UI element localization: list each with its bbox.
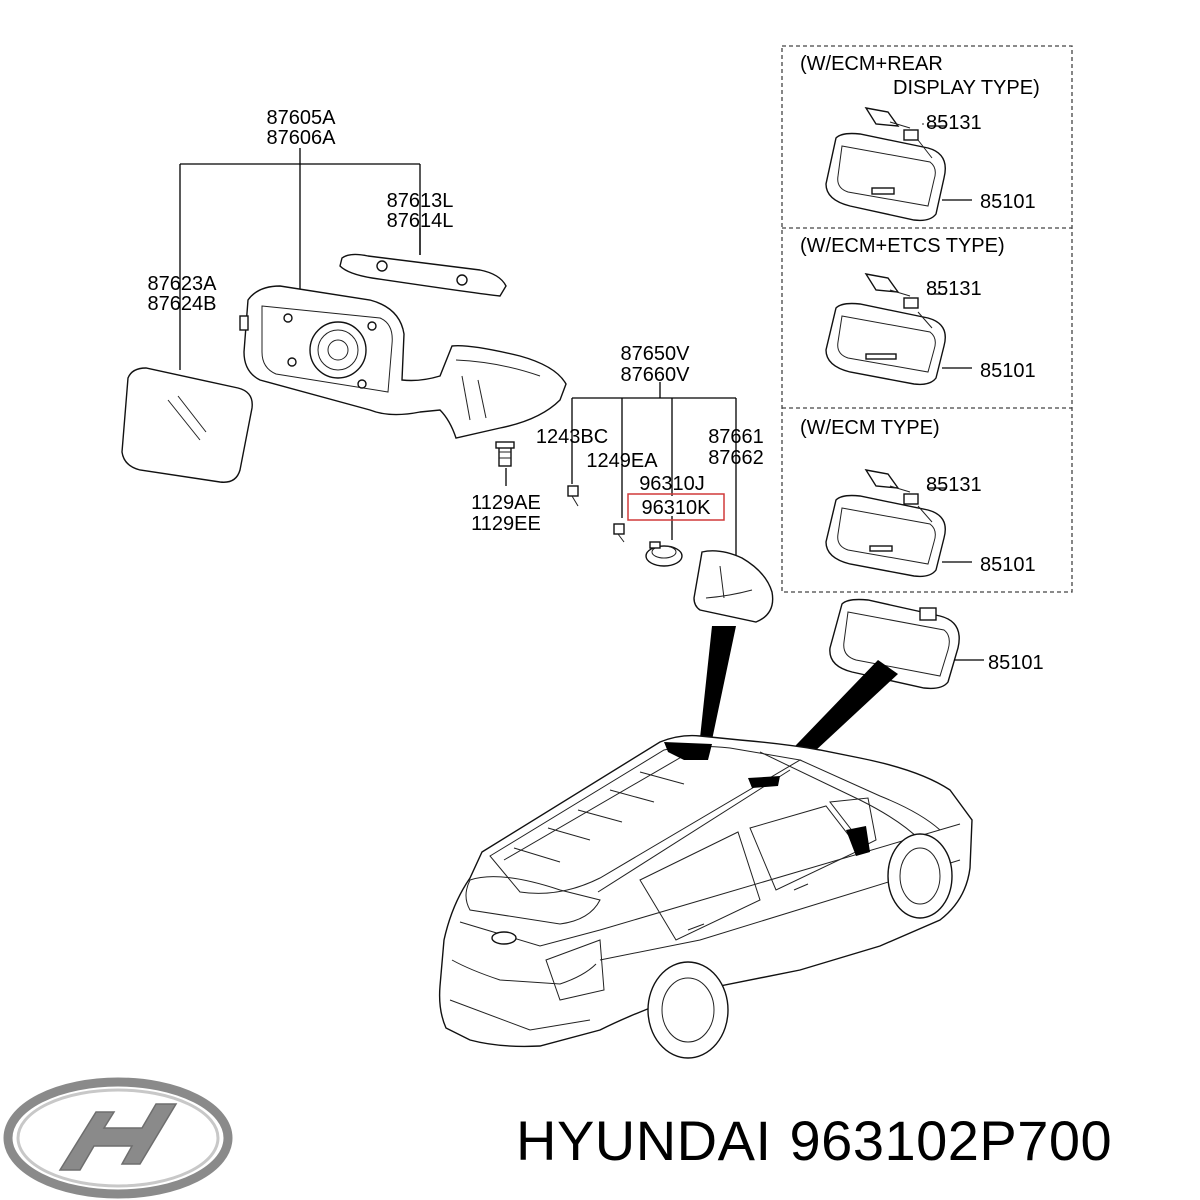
label-85101-standalone: 85101 — [988, 652, 1044, 674]
variant-etcs — [825, 273, 972, 386]
label-87660v: 87660V — [621, 364, 691, 386]
screw-1129 — [495, 441, 515, 467]
highlight-box — [627, 493, 725, 521]
variant-1-part-bottom: 85101 — [980, 191, 1036, 213]
footer-part-caption: HYUNDAI 963102P700 — [516, 1108, 1196, 1178]
vehicle-illustration — [438, 734, 973, 1059]
label-87661: 87661 — [708, 426, 764, 448]
rear-wheel — [647, 961, 729, 1059]
variant-1-title-line1: (W/ECM+REAR — [800, 53, 943, 75]
inside-mirror-group — [567, 382, 774, 623]
label-1129ae: 1129AE — [471, 492, 541, 514]
label-87623a: 87623A — [148, 273, 218, 295]
variant-1-title-line2: DISPLAY TYPE) — [893, 77, 1040, 99]
part-number: 963102P700 — [789, 1109, 1113, 1172]
screw-1243bc — [567, 485, 579, 507]
mirror-housing — [243, 285, 567, 439]
label-87624b: 87624B — [148, 293, 217, 315]
brand-name: HYUNDAI — [516, 1109, 772, 1172]
variant-panel — [781, 45, 1073, 593]
label-87613l: 87613L — [387, 190, 454, 212]
variant-labels: (W/ECM+REAR DISPLAY TYPE) 85131 85101 (W… — [800, 53, 1040, 576]
rain-sensor — [645, 541, 683, 567]
variant-3-title: (W/ECM TYPE) — [800, 417, 940, 439]
label-87605a: 87605A — [267, 107, 337, 129]
rear-view-mirror — [829, 598, 984, 690]
outside-mirror-group — [121, 148, 567, 486]
label-1249ea: 1249EA — [586, 450, 658, 472]
variant-2-title: (W/ECM+ETCS TYPE) — [800, 235, 1005, 257]
label-87662: 87662 — [708, 447, 764, 469]
label-1129ee: 1129EE — [471, 513, 541, 535]
part-labels: 87605A 87606A 87613L 87614L 87623A 87624… — [148, 107, 1044, 674]
hyundai-logo-icon — [3, 1077, 233, 1199]
label-96310j: 96310J — [639, 473, 705, 495]
label-96310k: 96310K — [642, 497, 712, 519]
mirror-cover-strip — [339, 253, 507, 297]
variant-ecm — [825, 469, 972, 578]
front-wheel — [887, 833, 953, 919]
variant-1-part-top: 85131 — [926, 112, 982, 134]
variant-3-part-top: 85131 — [926, 474, 982, 496]
variant-2-part-bottom: 85101 — [980, 360, 1036, 382]
mirror-glass — [121, 367, 253, 483]
label-87614l: 87614L — [387, 210, 454, 232]
pointer-wedge-left — [700, 626, 736, 740]
variant-rear-display — [825, 107, 972, 222]
label-87606a: 87606A — [267, 127, 337, 149]
label-1243bc: 1243BC — [536, 426, 608, 448]
variant-3-part-bottom: 85101 — [980, 554, 1036, 576]
label-87650v: 87650V — [621, 343, 691, 365]
screw-1249ea — [613, 523, 625, 543]
variant-2-part-top: 85131 — [926, 278, 982, 300]
inside-mirror-cover — [693, 550, 774, 623]
